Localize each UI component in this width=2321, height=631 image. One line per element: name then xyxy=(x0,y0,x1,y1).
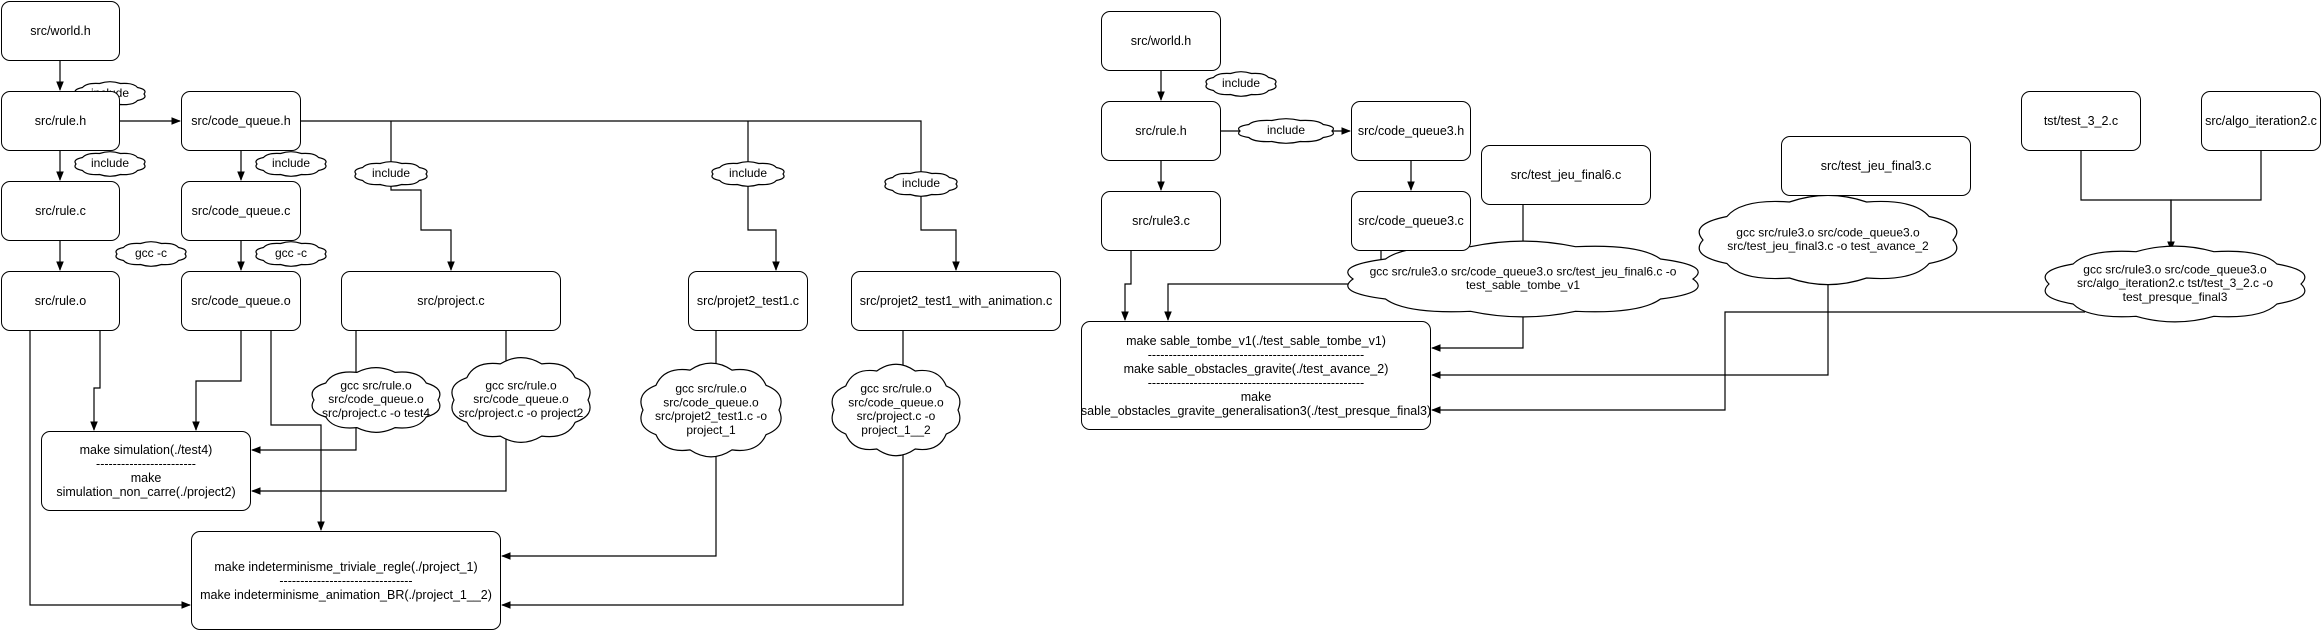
node-src-world-h: src/world.h xyxy=(1,1,120,61)
edge-gcc-test4-to-make-simulation xyxy=(251,331,357,454)
label-gcc-c-rule-line: gcc -c xyxy=(135,246,167,260)
label-include-world-rule-2: include xyxy=(1205,71,1277,97)
node-src-algo-iteration2-c: src/algo_iteration2.c xyxy=(2201,91,2321,151)
label-include-code-queue: include xyxy=(255,151,327,177)
cloud-gcc-avance-line: src/test_jeu_final3.c -o test_avance_2 xyxy=(1727,239,1929,253)
cloud-gcc-project2-line: src/project.c -o project2 xyxy=(459,406,584,420)
cloud-gcc-presque-line: gcc src/rule3.o src/code_queue3.o xyxy=(2083,262,2267,276)
edge-rule-o-to-make-indeterminisme xyxy=(29,331,191,609)
node-src-rule-o: src/rule.o xyxy=(1,271,120,331)
node-tst-test-3-2-c: tst/test_3_2.c xyxy=(2021,91,2141,151)
cloud-gcc-project-1-line: src/code_queue.o xyxy=(663,395,759,409)
cloud-gcc-sable-line: gcc src/rule3.o src/code_queue3.o src/te… xyxy=(1370,264,1677,278)
label-include-code-queue3: include xyxy=(1238,118,1334,144)
cloud-gcc-test4-line: gcc src/rule.o xyxy=(340,378,412,392)
label-include-project: include xyxy=(354,161,428,187)
node-src-code-queue3-h: src/code_queue3.h xyxy=(1351,101,1471,161)
edge-code-queue-h-to-projet2-test1 xyxy=(747,121,780,271)
node-src-code-queue-c: src/code_queue.c xyxy=(181,181,301,241)
label-include-project-line: include xyxy=(372,166,410,180)
edge-rule3-c-to-make-sable xyxy=(1121,251,1132,321)
node-src-test-jeu-final6-c: src/test_jeu_final6.c xyxy=(1481,145,1651,205)
cloud-gcc-project-1-2-line: src/code_queue.o xyxy=(848,395,944,409)
cloud-gcc-project-1-line: project_1 xyxy=(686,423,736,437)
cloud-gcc-project-1: gcc src/rule.osrc/code_queue.osrc/projet… xyxy=(640,362,782,458)
label-include-projet2-test1-line: include xyxy=(729,166,767,180)
node-src-world-h-2: src/world.h xyxy=(1101,11,1221,71)
edge-code-queue-h-to-project-c xyxy=(390,121,455,271)
edge-rule-o-to-make-simulation xyxy=(90,331,101,431)
cloud-gcc-project2-line: src/code_queue.o xyxy=(473,392,569,406)
cloud-gcc-test4-line: src/code_queue.o xyxy=(328,392,424,406)
cloud-gcc-project-1-line: src/projet2_test1.c -o xyxy=(655,409,767,423)
cloud-gcc-sable-line: test_sable_tombe_v1 xyxy=(1466,278,1580,292)
cloud-gcc-test4-line: src/project.c -o test4 xyxy=(322,406,430,420)
label-include-projet2-test1: include xyxy=(711,161,785,187)
label-include-code-queue3-line: include xyxy=(1267,123,1305,137)
label-include-world-rule-2-line: include xyxy=(1222,76,1260,90)
cloud-gcc-presque: gcc src/rule3.o src/code_queue3.osrc/alg… xyxy=(2044,245,2306,323)
cloud-gcc-project-1-2-line: project_1__2 xyxy=(861,423,931,437)
node-src-code-queue-o: src/code_queue.o xyxy=(181,271,301,331)
node-make-sable: make sable_tombe_v1(./test_sable_tombe_v… xyxy=(1081,321,1431,430)
node-src-test-jeu-final3-c: src/test_jeu_final3.c xyxy=(1781,136,1971,196)
label-gcc-c-code-queue-line: gcc -c xyxy=(275,246,307,260)
node-src-rule3-c: src/rule3.c xyxy=(1101,191,1221,251)
cloud-gcc-test4: gcc src/rule.osrc/code_queue.osrc/projec… xyxy=(311,367,441,433)
cloud-gcc-project2: gcc src/rule.osrc/code_queue.osrc/projec… xyxy=(451,357,591,443)
cloud-gcc-avance: gcc src/rule3.o src/code_queue3.osrc/tes… xyxy=(1698,194,1958,286)
edge-algo-iteration2-to-gcc-presque xyxy=(2167,151,2262,251)
label-include-rule: include xyxy=(74,151,146,177)
node-make-simulation: make simulation(./test4) ---------------… xyxy=(41,431,251,511)
node-src-rule-c: src/rule.c xyxy=(1,181,120,241)
node-src-rule-h: src/rule.h xyxy=(1,91,120,151)
node-src-code-queue3-c: src/code_queue3.c xyxy=(1351,191,1471,251)
cloud-gcc-sable: gcc src/rule3.o src/code_queue3.o src/te… xyxy=(1347,240,1699,318)
edge-tst-test-3-2-to-gcc-presque xyxy=(2080,151,2172,250)
node-src-projet2-test1-c: src/projet2_test1.c xyxy=(688,271,808,331)
edge-code-queue-o-to-make-indeterminisme xyxy=(270,331,325,531)
cloud-gcc-project-1-line: gcc src/rule.o xyxy=(675,381,747,395)
label-gcc-c-code-queue: gcc -c xyxy=(255,241,327,267)
label-include-projet2-anim-line: include xyxy=(902,176,940,190)
cloud-gcc-presque-line: src/algo_iteration2.c tst/test_3_2.c -o xyxy=(2077,276,2273,290)
cloud-gcc-project-1-2: gcc src/rule.osrc/code_queue.osrc/projec… xyxy=(831,363,961,457)
edge-gcc-presque-to-make-sable xyxy=(1431,311,2085,414)
node-src-project-c: src/project.c xyxy=(341,271,561,331)
label-include-code-queue-line: include xyxy=(272,156,310,170)
node-src-rule-h-2: src/rule.h xyxy=(1101,101,1221,161)
label-include-projet2-anim: include xyxy=(884,171,958,197)
label-include-rule-line: include xyxy=(91,156,129,170)
edge-code-queue-h-to-projet2-anim xyxy=(301,120,960,271)
cloud-gcc-project2-line: gcc src/rule.o xyxy=(485,378,557,392)
cloud-gcc-avance-line: gcc src/rule3.o src/code_queue3.o xyxy=(1736,225,1920,239)
cloud-gcc-project-1-2-line: src/project.c -o xyxy=(857,409,936,423)
label-gcc-c-rule: gcc -c xyxy=(115,241,187,267)
node-src-projet2-test1-with-animation-c: src/projet2_test1_with_animation.c xyxy=(851,271,1061,331)
cloud-gcc-presque-line: test_presque_final3 xyxy=(2123,290,2228,304)
node-src-code-queue-h: src/code_queue.h xyxy=(181,91,301,151)
node-make-indeterminisme: make indeterminisme_triviale_regle(./pro… xyxy=(191,531,501,630)
edge-code-queue-o-to-make-simulation xyxy=(192,331,242,431)
cloud-gcc-project-1-2-line: gcc src/rule.o xyxy=(860,381,932,395)
